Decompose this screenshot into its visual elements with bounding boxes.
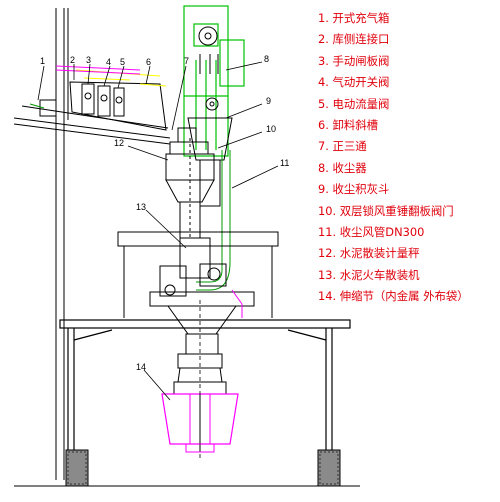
parts-legend: 1. 开式充气箱 2. 库侧连接口 3. 手动闸板阀 4. 气动开关阀 5. 电… — [318, 8, 498, 308]
callout-8: 8 — [264, 54, 269, 64]
callout-6: 6 — [146, 57, 151, 67]
legend-item-11: 11. 收尘风管DN300 — [318, 225, 425, 240]
callout-3: 3 — [86, 55, 91, 65]
callout-7: 7 — [184, 56, 189, 66]
callout-12: 12 — [114, 138, 124, 148]
dust-duct — [196, 150, 231, 291]
loading-machine — [149, 237, 255, 355]
legend-item-9: 9. 收尘积灰斗 — [318, 182, 390, 197]
legend-item-8: 8. 收尘器 — [318, 160, 367, 175]
legend-item-14: 14. 伸缩节（内金属 外布袋） — [318, 289, 469, 304]
callout-4: 4 — [106, 57, 111, 67]
dust-collector-fan — [198, 26, 219, 111]
legend-item-12: 12. 水泥散装计量秤 — [318, 246, 420, 261]
callout-14: 14 — [136, 362, 146, 372]
callout-labels: 1 2 3 4 5 6 7 8 9 10 11 12 13 14 — [40, 54, 289, 372]
legend-item-10: 10. 双层锁风重锤翻板阀门 — [318, 203, 454, 218]
legend-item-5: 5. 电动流量阀 — [318, 96, 390, 111]
callout-9: 9 — [266, 96, 271, 106]
callout-10: 10 — [266, 124, 276, 134]
callout-1: 1 — [40, 56, 45, 66]
dust-collector — [183, 5, 245, 157]
callout-2: 2 — [70, 55, 75, 65]
telescopic-section — [161, 300, 239, 460]
callout-11: 11 — [280, 158, 289, 168]
footing-left — [65, 449, 89, 487]
tee-and-scale — [165, 127, 215, 239]
legend-item-7: 7. 正三通 — [318, 139, 367, 154]
chute-magenta — [55, 65, 141, 75]
footing-right — [317, 449, 341, 487]
upper-platform — [117, 231, 279, 318]
legend-item-2: 2. 库侧连接口 — [318, 32, 390, 47]
leader-lines — [37, 61, 279, 401]
legend-item-13: 13. 水泥火车散装机 — [318, 267, 420, 282]
callout-13: 13 — [136, 202, 146, 212]
dust-hopper — [187, 117, 233, 207]
legend-item-6: 6. 卸料斜槽 — [318, 118, 379, 133]
legend-item-3: 3. 手动闸板阀 — [318, 53, 390, 68]
callout-5: 5 — [120, 57, 125, 67]
legend-item-1: 1. 开式充气箱 — [318, 11, 390, 25]
legend-item-4: 4. 气动开关阀 — [318, 75, 390, 90]
support-frame — [59, 319, 351, 450]
discharge-chute — [13, 81, 171, 145]
silo-wall — [55, 8, 69, 480]
